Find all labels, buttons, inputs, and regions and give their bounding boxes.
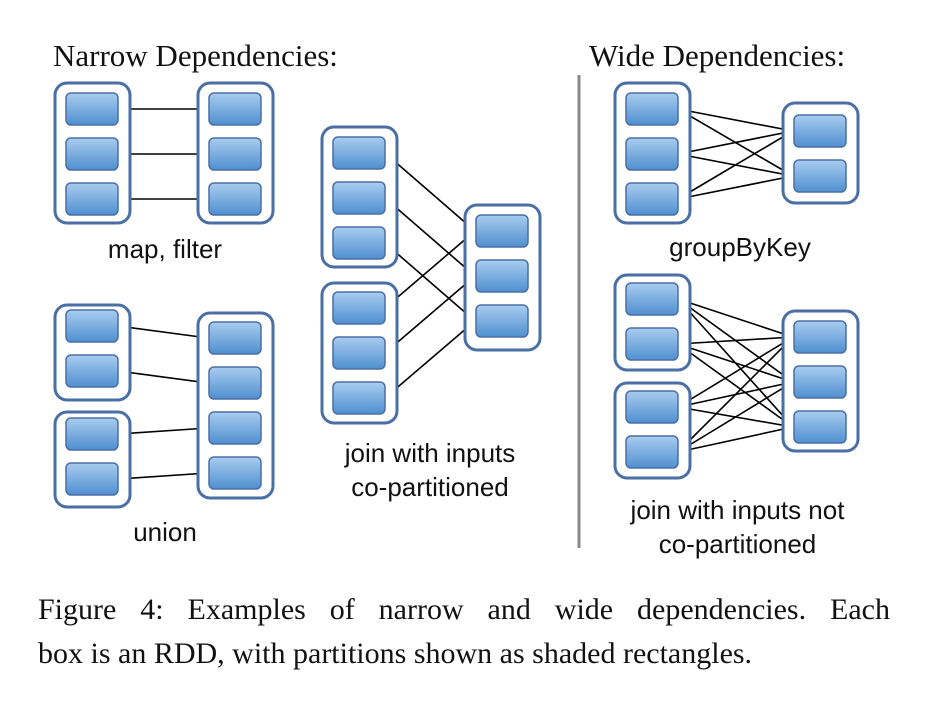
join-copart-arrow-a1 bbox=[384, 152, 476, 232]
join-copart-child-partition-3 bbox=[475, 304, 529, 338]
join-notcopart-arrow-2-2 bbox=[677, 343, 795, 385]
join-notcopart-parent-a-partition-2 bbox=[625, 327, 679, 361]
union-parent-a-partition-2 bbox=[65, 354, 119, 388]
union-child-partition-1 bbox=[208, 321, 262, 355]
union-arrow-4 bbox=[117, 468, 210, 480]
caption-line-1: Figure 4: Examples of narrow and wide de… bbox=[38, 593, 890, 626]
map-child-partition-3 bbox=[208, 182, 262, 216]
union-parent-b-partition-2 bbox=[65, 462, 119, 496]
groupbykey-arrow-3-1 bbox=[677, 130, 794, 200]
groupbykey-child-partition-1 bbox=[793, 114, 847, 148]
join-notcopart-child-partition-1 bbox=[793, 320, 847, 354]
join-copart-parent-b-partition-1 bbox=[332, 291, 386, 325]
join-notcopart-arrow-2-1 bbox=[677, 332, 795, 345]
join-copartitioned-label-line1: join with inputs bbox=[344, 438, 516, 468]
join-copart-parent-b-partition-3 bbox=[332, 381, 386, 415]
join-copart-parent-b-partition-2 bbox=[332, 336, 386, 370]
join-copart-parent-a-partition-2 bbox=[332, 181, 386, 215]
join-not-copartitioned-label-line1: join with inputs not bbox=[630, 495, 845, 525]
caption-line-2: box is an RDD, with partitions shown as … bbox=[38, 637, 753, 670]
union-label: union bbox=[133, 517, 197, 547]
join-not-copartitioned-label-line2: co-partitioned bbox=[658, 529, 817, 559]
join-notcopart-child-partition-3 bbox=[793, 410, 847, 444]
join-notcopart-arrow-3-1 bbox=[677, 336, 794, 408]
union-child-partition-3 bbox=[208, 411, 262, 445]
join-copart-arrow-b3 bbox=[384, 320, 476, 399]
join-copart-arrow-a2 bbox=[384, 197, 476, 277]
dependency-diagram bbox=[53, 75, 860, 548]
join-copart-child-partition-1 bbox=[475, 214, 529, 248]
join-notcopart-arrow-1-1 bbox=[677, 298, 795, 340]
groupbykey-arrow-2-1 bbox=[677, 127, 795, 155]
rdd-dependency-figure: Narrow Dependencies: Wide Dependencies: … bbox=[53, 38, 860, 559]
union-arrow-2 bbox=[117, 370, 210, 388]
map-parent-partition-2 bbox=[65, 137, 119, 171]
groupbykey-parent-partition-2 bbox=[625, 137, 679, 171]
join-notcopart-child-partition-2 bbox=[793, 365, 847, 399]
union-parent-b-partition-1 bbox=[65, 417, 119, 451]
union-parent-a-partition-1 bbox=[65, 309, 119, 343]
join-notcopart-arrow-2-3 bbox=[677, 343, 794, 428]
join-notcopart-arrow-4-1 bbox=[677, 336, 794, 453]
join-copart-arrow-b2 bbox=[384, 275, 476, 354]
groupbykey-arrow-3-2 bbox=[677, 172, 795, 200]
rdd-boxes bbox=[53, 81, 860, 509]
union-arrow-3 bbox=[117, 423, 210, 435]
join-notcopart-arrow-4-3 bbox=[677, 423, 795, 453]
map-child-partition-1 bbox=[208, 92, 262, 126]
figure-caption: Figure 4: Examples of narrow and wide de… bbox=[38, 588, 890, 676]
map-filter-label: map, filter bbox=[107, 234, 223, 264]
join-copartitioned-label-line2: co-partitioned bbox=[351, 472, 509, 502]
wide-dependencies-heading: Wide Dependencies: bbox=[589, 38, 846, 73]
join-notcopart-parent-b-partition-2 bbox=[625, 435, 679, 469]
map-child-partition-2 bbox=[208, 137, 262, 171]
join-notcopart-parent-a-partition-1 bbox=[625, 282, 679, 316]
join-copart-parent-a-partition-1 bbox=[332, 136, 386, 170]
groupbykey-parent-partition-1 bbox=[625, 92, 679, 126]
join-copart-arrow-b1 bbox=[384, 230, 476, 309]
join-copart-child-partition-2 bbox=[475, 259, 529, 293]
groupbykey-arrow-1-1 bbox=[677, 108, 795, 135]
union-child-partition-2 bbox=[208, 366, 262, 400]
join-notcopart-arrow-4-2 bbox=[677, 381, 794, 453]
union-child-rdd bbox=[196, 311, 275, 500]
groupbykey-label: groupByKey bbox=[669, 232, 811, 262]
narrow-dependencies-heading: Narrow Dependencies: bbox=[53, 38, 338, 73]
map-parent-partition-3 bbox=[65, 182, 119, 216]
map-parent-partition-1 bbox=[65, 92, 119, 126]
dependency-arrows bbox=[117, 103, 795, 480]
union-arrow-1 bbox=[117, 325, 210, 343]
groupbykey-parent-partition-3 bbox=[625, 182, 679, 216]
union-child-partition-4 bbox=[208, 456, 262, 490]
groupbykey-child-partition-2 bbox=[793, 159, 847, 193]
join-copart-arrow-a3 bbox=[384, 242, 476, 322]
join-copart-parent-a-partition-3 bbox=[332, 226, 386, 260]
join-notcopart-parent-b-partition-1 bbox=[625, 390, 679, 424]
